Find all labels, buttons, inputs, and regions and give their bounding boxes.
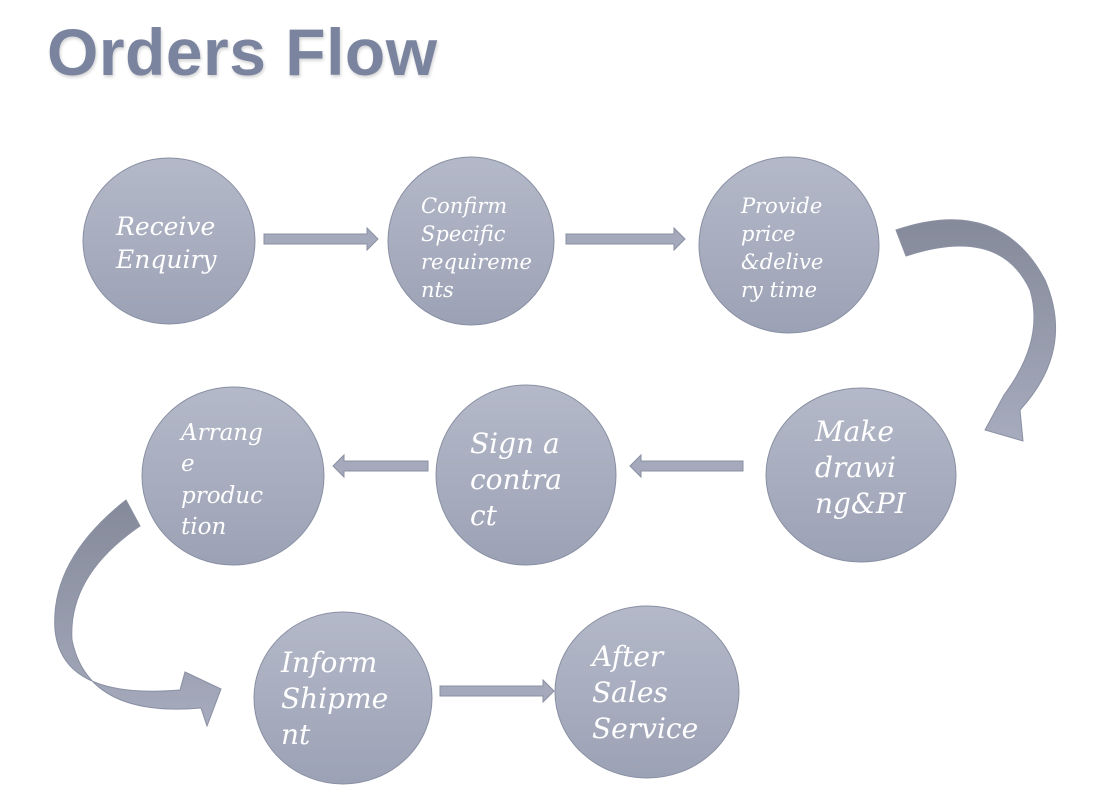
step-text-line: price xyxy=(741,222,795,246)
step-text-line: Service xyxy=(592,712,698,745)
step-text-line: ng&PI xyxy=(815,487,907,520)
step-text-line: Specific xyxy=(421,222,506,246)
svg-text:Confirm Specific r: Confirm Specific requireme nts xyxy=(421,194,539,302)
step-inform-shipment: Inform Shipme nt xyxy=(253,611,433,785)
step-receive-enquiry: Receive Enquiry xyxy=(82,157,256,325)
svg-text:Arrang e produc: Arrang e produc tion xyxy=(179,420,270,540)
svg-text:Make drawi ng&PI: Make drawi ng&PI xyxy=(814,415,907,520)
step-text-line: Provide xyxy=(740,194,822,218)
arrow-make-to-sign xyxy=(629,453,744,479)
step-text-line: nts xyxy=(421,278,454,302)
step-text-line: Sign a xyxy=(470,427,560,460)
step-text-line: Receive xyxy=(115,212,215,241)
step-text-line: ry time xyxy=(741,278,817,302)
svg-text:Provide price &del: Provide price &delive ry time xyxy=(740,194,830,302)
svg-text:Inform Shipme nt: Inform Shipme nt xyxy=(280,646,397,751)
step-confirm-requirements: Confirm Specific requireme nts xyxy=(387,156,555,326)
arrow-sign-to-arrange xyxy=(332,453,429,479)
step-text-line: tion xyxy=(181,514,226,540)
step-text-line: drawi xyxy=(815,451,896,484)
step-arrange-production: Arrang e produc tion xyxy=(141,386,325,566)
step-text-line: produc xyxy=(181,483,263,509)
svg-text:Receive Enquiry: Receive Enquiry xyxy=(115,212,223,274)
svg-text:After Sales Servic: After Sales Service xyxy=(589,640,698,745)
curved-arrow-provide-to-make xyxy=(895,219,1057,442)
step-text-line: &delive xyxy=(741,250,823,274)
arrow-inform-to-after xyxy=(439,678,555,704)
step-text-line: Shipme xyxy=(281,682,388,715)
arrow-receive-to-confirm xyxy=(263,226,379,252)
step-text-line: contra xyxy=(470,463,562,496)
step-text-line: e xyxy=(181,451,195,477)
step-text-line: Confirm xyxy=(421,194,507,218)
arrow-confirm-to-provide xyxy=(565,226,686,252)
svg-text:Sign a contra ct: Sign a contra ct xyxy=(470,427,571,532)
step-text-line: Make xyxy=(814,415,894,448)
step-provide-price: Provide price &delive ry time xyxy=(698,156,880,334)
page-title: Orders Flow xyxy=(47,15,438,89)
step-text-line: Enquiry xyxy=(115,245,217,274)
step-make-drawing: Make drawi ng&PI xyxy=(765,387,957,563)
step-text-line: Inform xyxy=(280,646,377,679)
step-text-line: Arrang xyxy=(179,420,263,446)
curved-arrow-arrange-to-inform xyxy=(54,499,222,728)
step-text-line: After xyxy=(589,640,665,673)
step-text-line: ct xyxy=(470,499,498,532)
step-after-sales: After Sales Service xyxy=(554,605,740,779)
step-text-line: nt xyxy=(281,718,311,751)
step-text-line: Sales xyxy=(592,676,668,709)
step-text-line: requireme xyxy=(421,250,532,274)
step-sign-contract: Sign a contra ct xyxy=(435,384,617,566)
